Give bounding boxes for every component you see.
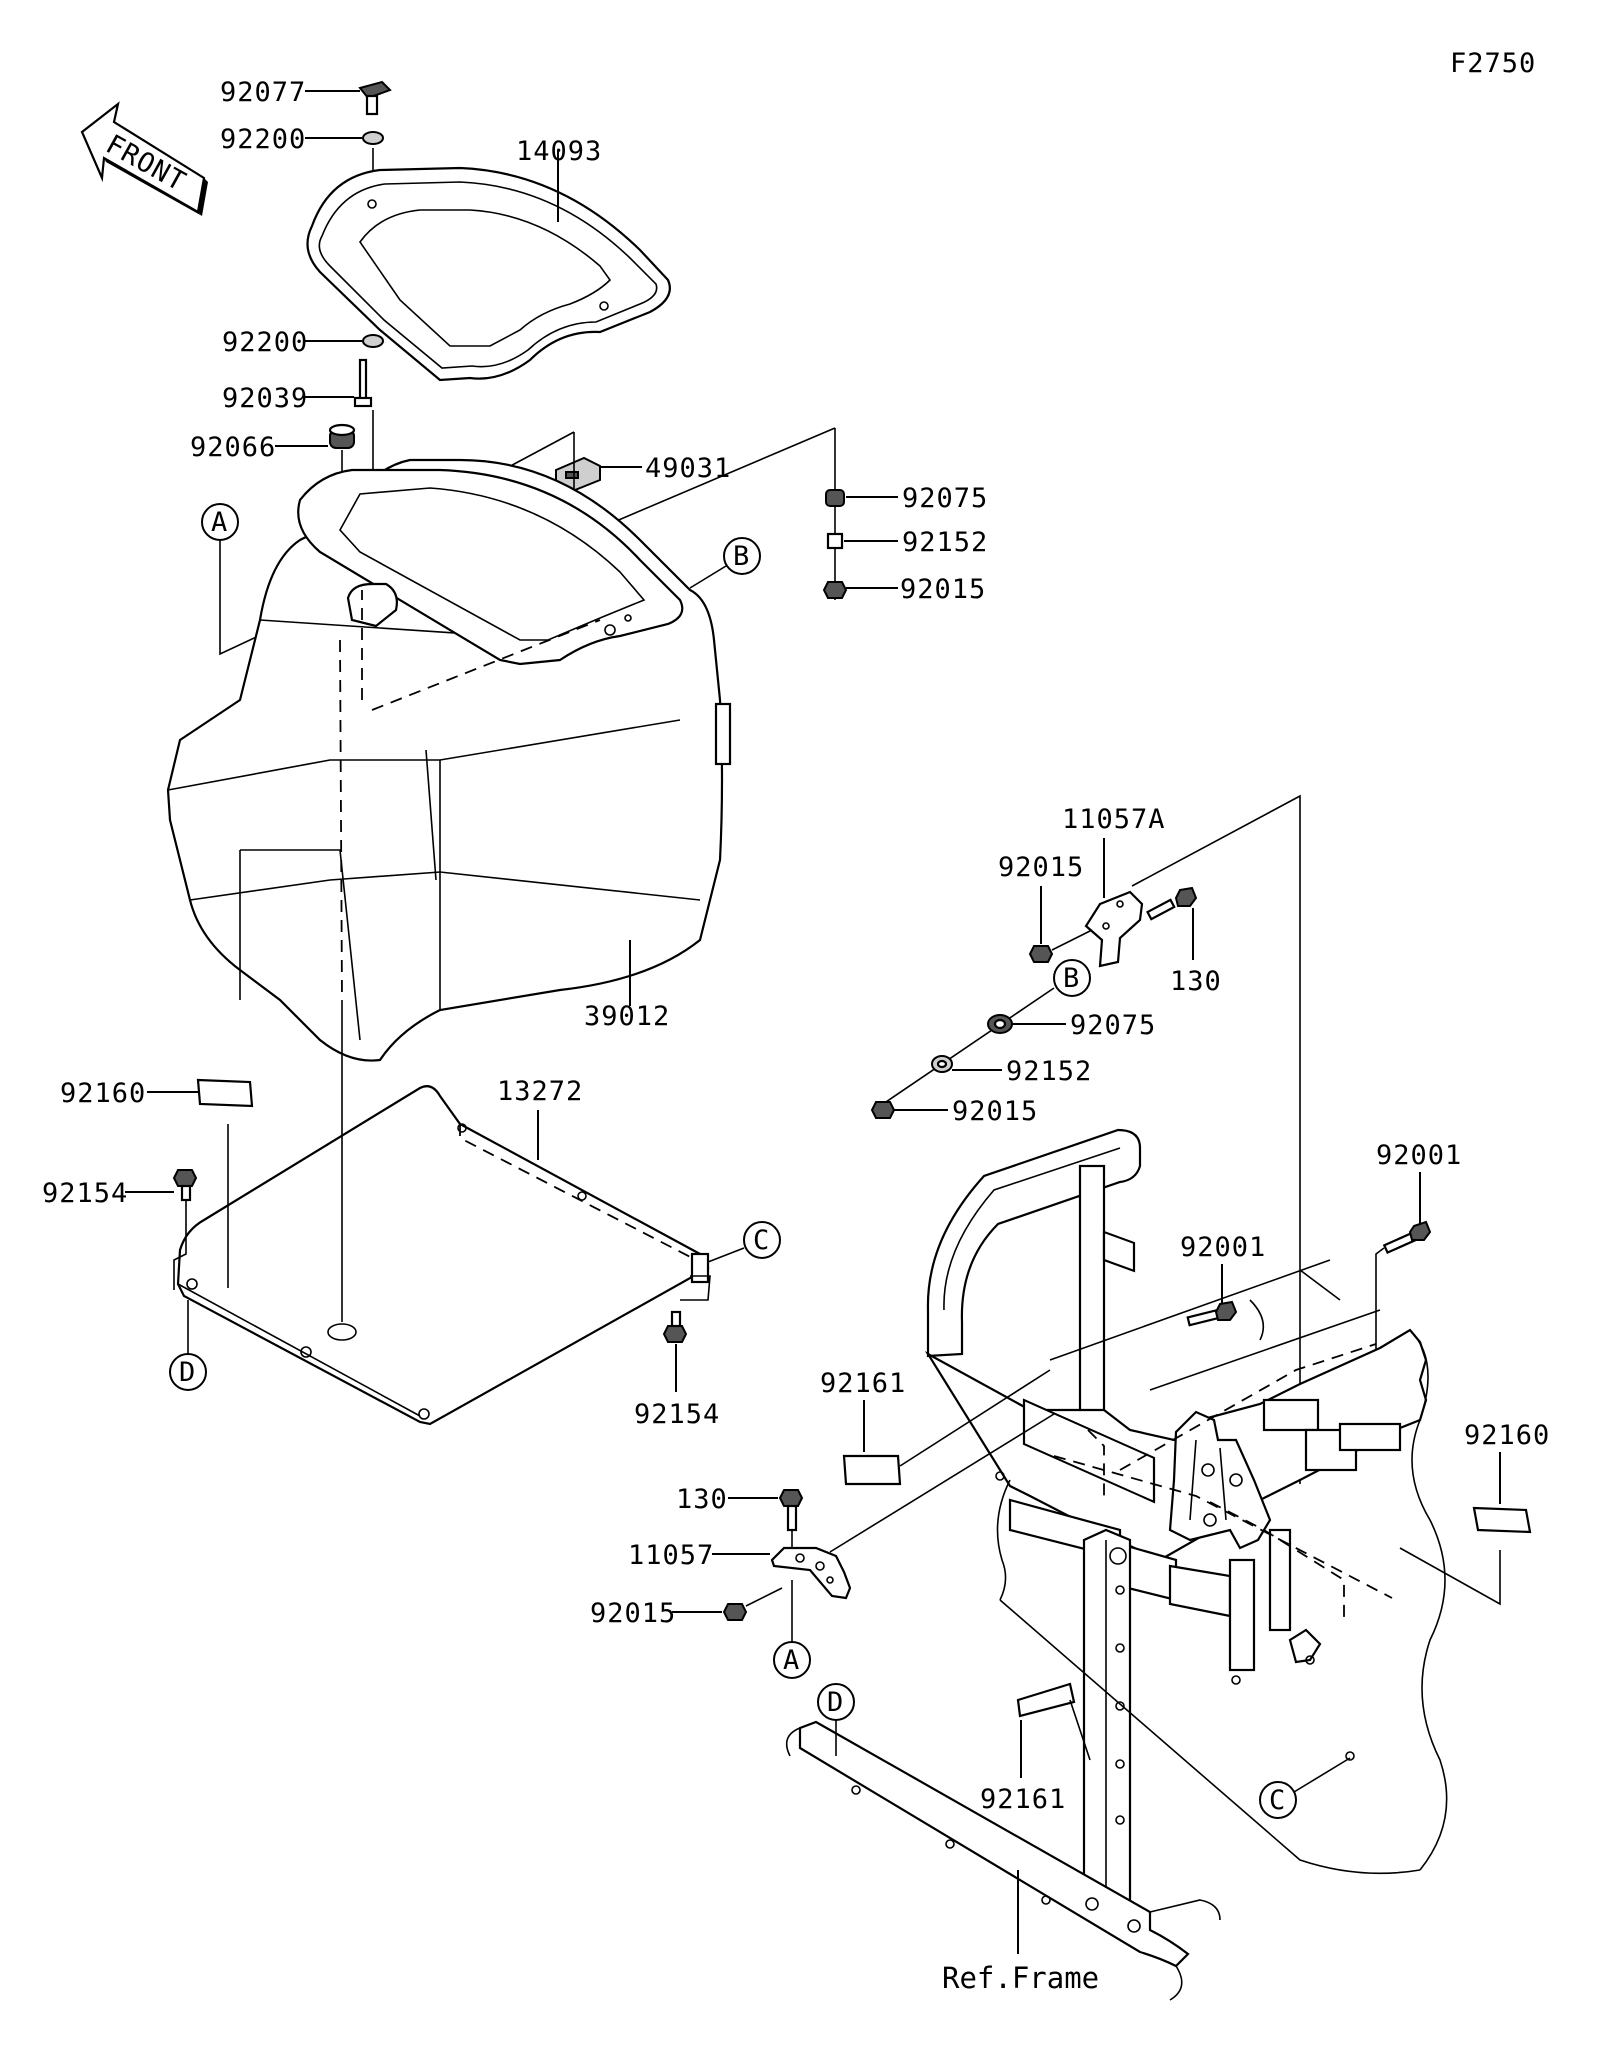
bolt-92077-icon bbox=[358, 80, 392, 116]
ref-c-frame bbox=[1259, 1781, 1297, 1819]
label-ref-frame: Ref.Frame bbox=[942, 1961, 1099, 1995]
label-92015-top: 92015 bbox=[900, 574, 986, 605]
bolt-92001-mid-icon bbox=[1186, 1300, 1238, 1327]
label-14093: 14093 bbox=[516, 136, 602, 167]
label-92077: 92077 bbox=[220, 77, 306, 108]
label-92075-b: 92075 bbox=[1070, 1010, 1156, 1041]
ref-d-frame-label: D bbox=[827, 1687, 844, 1718]
label-92160-left: 92160 bbox=[60, 1078, 146, 1109]
label-92161-left: 92161 bbox=[820, 1368, 906, 1399]
label-49031: 49031 bbox=[645, 453, 731, 484]
ref-b-top-label: B bbox=[733, 541, 750, 572]
label-92015-b2: 92015 bbox=[952, 1096, 1038, 1127]
nut-92015-icon bbox=[822, 581, 848, 599]
washer-92200-mid-icon bbox=[362, 334, 384, 348]
ref-c-top bbox=[743, 1221, 781, 1259]
ref-a-bracket-label: A bbox=[783, 1645, 800, 1676]
collar-92152-b-icon bbox=[931, 1055, 953, 1073]
label-39012: 39012 bbox=[584, 1001, 670, 1032]
nut-92015-a-icon bbox=[722, 1603, 748, 1621]
label-92015-a: 92015 bbox=[590, 1598, 676, 1629]
cargo-box-39012 bbox=[166, 458, 732, 1062]
label-13272: 13272 bbox=[497, 1076, 583, 1107]
label-130-right: 130 bbox=[1170, 966, 1222, 997]
washer-92200-icon bbox=[362, 131, 384, 145]
ref-d-top-label: D bbox=[179, 1357, 196, 1388]
bolt-92154-left-icon bbox=[172, 1169, 198, 1202]
tab-92161-left-icon bbox=[842, 1454, 902, 1486]
bolt-130-right-icon bbox=[1146, 886, 1198, 921]
bolt-92001-right-icon bbox=[1382, 1220, 1432, 1255]
label-plate-92160-icon bbox=[196, 1078, 254, 1108]
cap-92066-icon bbox=[328, 423, 356, 449]
label-92152-top: 92152 bbox=[902, 527, 988, 558]
collar-92152-icon bbox=[826, 532, 844, 550]
lid-14093 bbox=[306, 166, 671, 382]
label-92154-right: 92154 bbox=[634, 1399, 720, 1430]
bolt-130-left-icon bbox=[778, 1489, 804, 1532]
label-plate-92160-right-icon bbox=[1472, 1506, 1532, 1534]
label-92152-b: 92152 bbox=[1006, 1056, 1092, 1087]
ref-c-frame-label: C bbox=[1269, 1785, 1286, 1816]
bolt-92154-right-icon bbox=[662, 1310, 688, 1343]
label-92015-b1: 92015 bbox=[998, 852, 1084, 883]
tab-92161-bottom-icon bbox=[1016, 1682, 1076, 1718]
label-11057A: 11057A bbox=[1062, 804, 1166, 835]
ref-a-top-label: A bbox=[211, 507, 228, 538]
front-arrow-icon: FRONT bbox=[80, 101, 208, 216]
frame-structure bbox=[785, 1128, 1448, 2001]
label-130-left: 130 bbox=[676, 1484, 728, 1515]
label-92200-top: 92200 bbox=[220, 124, 306, 155]
label-92001-right: 92001 bbox=[1376, 1140, 1462, 1171]
nut-92015-b1-icon bbox=[1028, 945, 1054, 963]
label-92039: 92039 bbox=[222, 383, 308, 414]
label-92160-right: 92160 bbox=[1464, 1420, 1550, 1451]
ref-b-bracket bbox=[1053, 959, 1091, 997]
label-11057: 11057 bbox=[628, 1540, 714, 1571]
ref-b-top bbox=[723, 537, 761, 575]
ref-c-top-label: C bbox=[753, 1225, 770, 1256]
bracket-11057A-icon bbox=[1084, 890, 1144, 968]
grommet-92075-b-icon bbox=[987, 1014, 1013, 1034]
figure-code: F2750 bbox=[1450, 48, 1536, 79]
grommet-92075-icon bbox=[825, 489, 845, 507]
label-92001-mid: 92001 bbox=[1180, 1232, 1266, 1263]
rivet-92039-icon bbox=[353, 358, 373, 408]
label-92200-mid: 92200 bbox=[222, 327, 308, 358]
label-92075-top: 92075 bbox=[902, 483, 988, 514]
label-92066: 92066 bbox=[190, 432, 276, 463]
floor-plate-13272 bbox=[176, 1085, 710, 1426]
label-92161-bottom: 92161 bbox=[980, 1784, 1066, 1815]
label-92154-left: 92154 bbox=[42, 1178, 128, 1209]
bracket-11057-icon bbox=[770, 1546, 852, 1600]
front-label: FRONT bbox=[101, 129, 191, 198]
nut-92015-b2-icon bbox=[870, 1101, 896, 1119]
ref-b-bracket-label: B bbox=[1063, 963, 1080, 994]
